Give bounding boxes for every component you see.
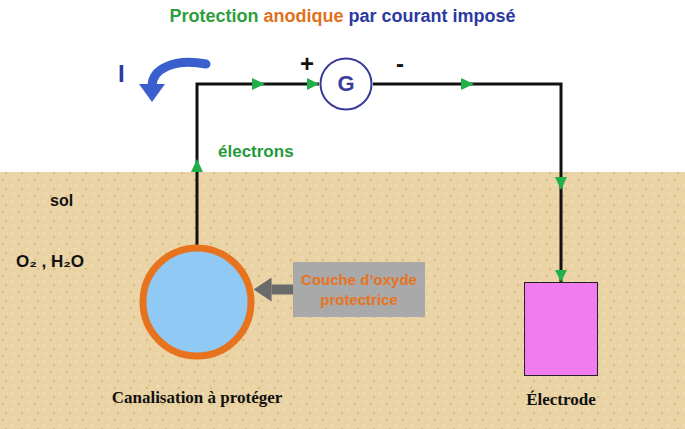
circuit-wire bbox=[197, 84, 319, 248]
positive-terminal: + bbox=[300, 50, 314, 78]
pipe-caption: Canalisation à protéger bbox=[112, 388, 283, 408]
pointer-arrow bbox=[272, 285, 293, 295]
electrode-block: Électrode bbox=[524, 282, 598, 410]
connectors bbox=[191, 78, 567, 290]
electron-direction-arrow bbox=[461, 78, 474, 90]
current-arrow bbox=[152, 62, 206, 86]
current-symbol: I bbox=[118, 60, 125, 88]
pipe-section: Canalisation à protéger bbox=[112, 244, 283, 408]
electron-flow-label: électrons bbox=[218, 142, 294, 162]
electrode-outline bbox=[524, 282, 598, 376]
negative-terminal: - bbox=[396, 50, 404, 78]
generator-circle: G bbox=[319, 57, 373, 111]
generator-label: G bbox=[337, 71, 354, 97]
diagram-title: Protection anodique par courant imposé bbox=[0, 6, 685, 27]
electron-direction-arrow bbox=[252, 78, 265, 90]
reactant-label: O₂ , H₂O bbox=[16, 252, 84, 272]
pipe-cross-section bbox=[143, 248, 251, 356]
soil-ground bbox=[0, 172, 685, 429]
electron-direction-arrow bbox=[191, 159, 203, 172]
soil-label: sol bbox=[50, 192, 73, 210]
electron-direction-arrow bbox=[555, 177, 567, 190]
pipe-outline bbox=[139, 244, 255, 360]
generator-circle-outline bbox=[321, 59, 372, 110]
electrode-caption: Électrode bbox=[526, 390, 596, 410]
current-arrow-head bbox=[139, 84, 165, 102]
oxide-layer-label: Couche d’oxyde protectrice bbox=[299, 270, 419, 309]
oxide-layer-box: Couche d’oxyde protectrice bbox=[293, 262, 425, 317]
circuit-wire bbox=[373, 84, 561, 282]
electrode-body bbox=[525, 283, 598, 376]
